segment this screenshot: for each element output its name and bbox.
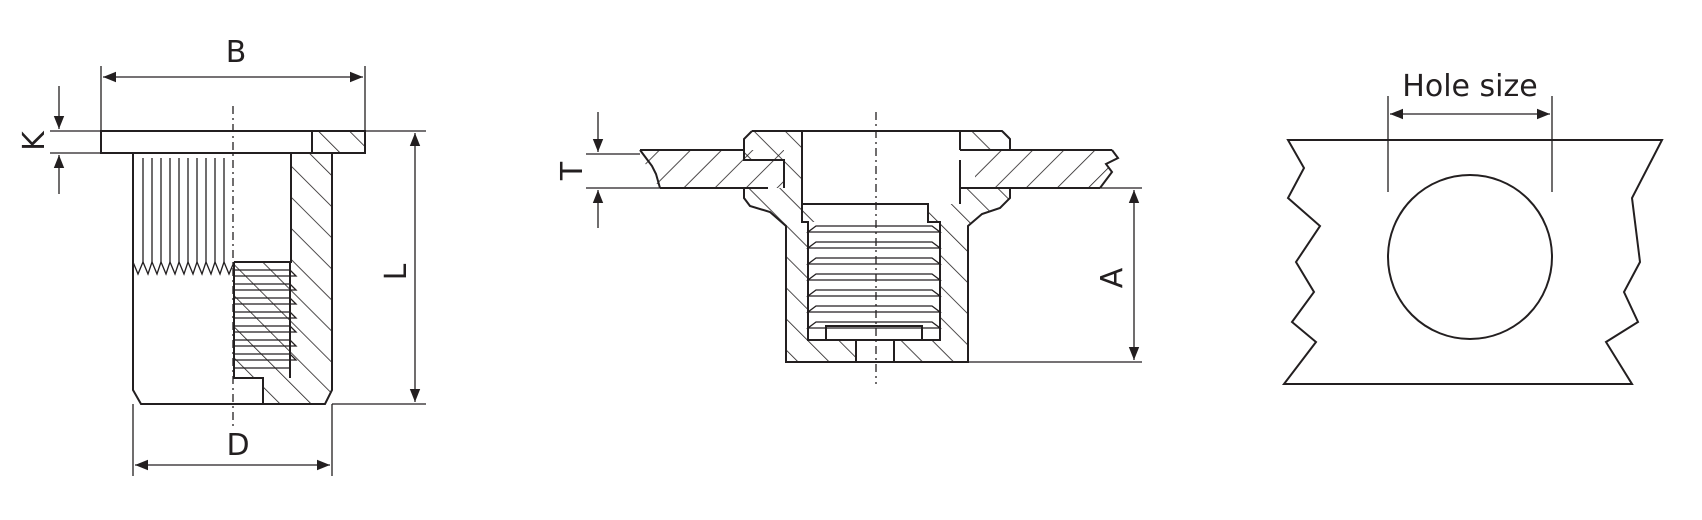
hole-size-view: Hole size xyxy=(1281,69,1664,385)
internal-thread xyxy=(233,262,298,404)
rivet-nut-side-view: B K L D xyxy=(17,35,426,476)
label-hole-size: Hole size xyxy=(1402,69,1537,104)
label-a: A xyxy=(1095,267,1130,288)
nut-right-hatch xyxy=(894,131,1010,362)
installed-thread xyxy=(806,225,942,341)
nut-left-hatch xyxy=(744,131,856,362)
section-hatch xyxy=(234,131,365,404)
label-t: T xyxy=(555,161,590,181)
label-b: B xyxy=(226,35,247,70)
sheet-right-hatch xyxy=(975,150,1118,188)
installed-section-view: T A xyxy=(555,112,1142,384)
hole-circle xyxy=(1387,174,1553,340)
label-d: D xyxy=(226,428,249,463)
nut-body-outline xyxy=(743,188,1011,363)
label-l: L xyxy=(379,263,414,280)
nut-head-outline xyxy=(743,130,1011,188)
label-k: K xyxy=(17,130,52,151)
sheet-plate-outline xyxy=(1281,139,1664,385)
knurl-lines xyxy=(132,158,235,276)
